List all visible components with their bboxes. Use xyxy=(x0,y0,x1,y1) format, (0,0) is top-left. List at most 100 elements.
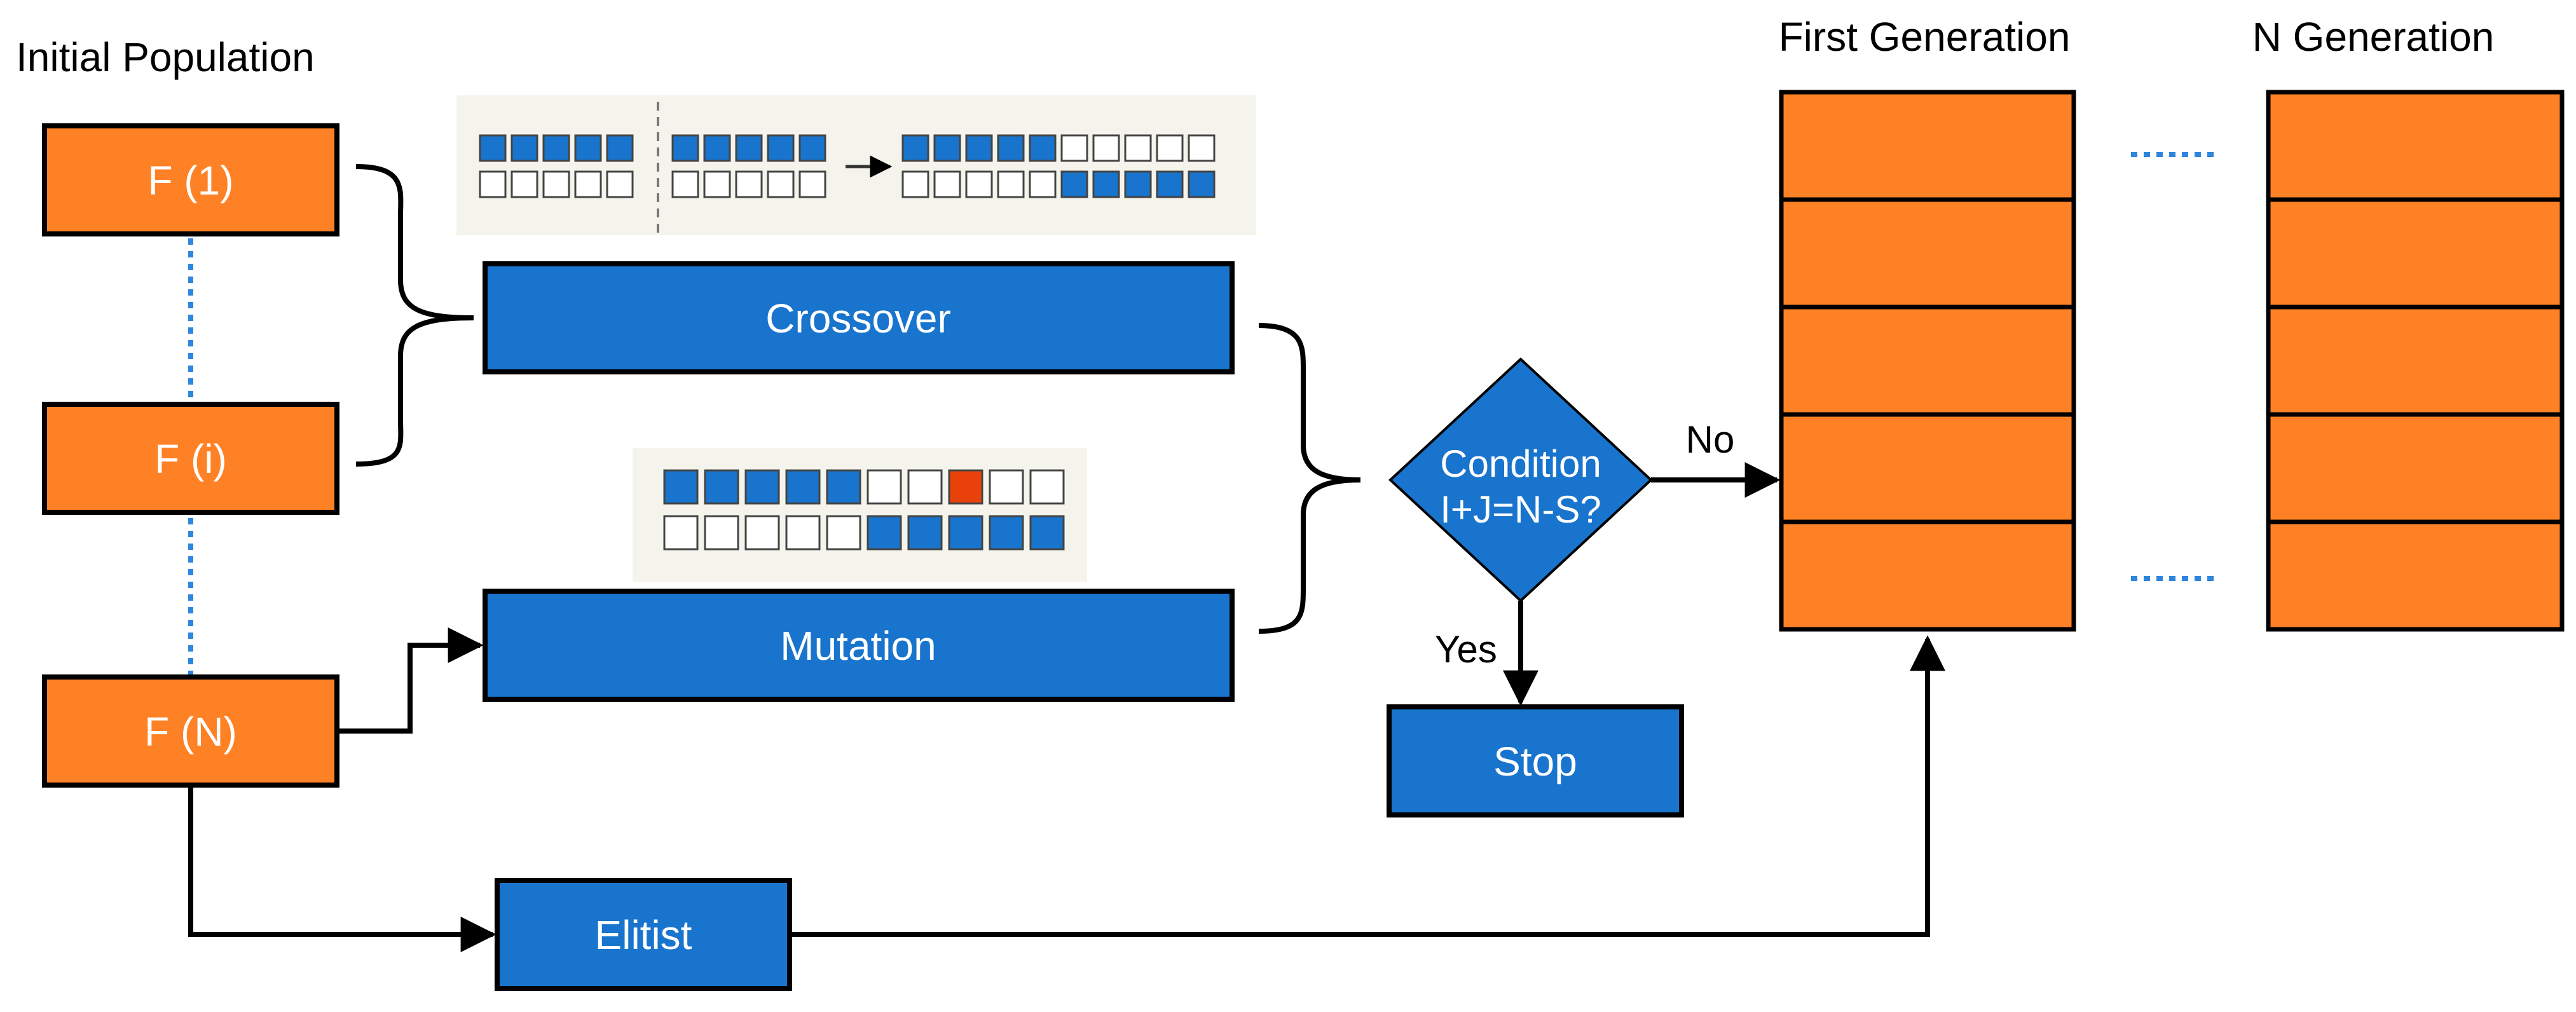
parent-b-top-bit xyxy=(735,134,763,162)
mutation-chromosome-panel xyxy=(633,448,1087,582)
mutation-top-bit xyxy=(744,469,780,505)
parent-b-top-bit xyxy=(703,134,731,162)
mutation-bottom-bit xyxy=(826,515,861,550)
mutation-label: Mutation xyxy=(780,623,936,669)
arrow-elitist-to-first-generation xyxy=(790,635,1945,937)
n-generation-cell xyxy=(2266,519,2565,632)
child-top-bit xyxy=(965,134,993,162)
parent-b-top-bit xyxy=(767,134,795,162)
child-bottom-bit xyxy=(997,170,1025,198)
parent-b-bottom-bit xyxy=(671,170,699,198)
mutation-top-bit xyxy=(663,469,699,505)
crossover-label: Crossover xyxy=(765,296,951,341)
first-generation-cell xyxy=(1779,519,2076,632)
parent-a-top-bit xyxy=(510,134,538,162)
elitist-step: Elitist xyxy=(495,878,792,991)
condition-label-line2: I+J=N-S? xyxy=(1440,488,1601,531)
n-generation-cell xyxy=(2266,197,2565,310)
no-label: No xyxy=(1686,418,1735,461)
mutation-top-bit xyxy=(907,469,943,505)
child-bottom-bit xyxy=(1029,170,1057,198)
parent-a-top-bit xyxy=(479,134,507,162)
child-top-bit xyxy=(1060,134,1088,162)
mutation-bottom-bit xyxy=(867,515,902,550)
first-generation-title: First Generation xyxy=(1779,14,2071,60)
child-top-bit xyxy=(1188,134,1216,162)
first-generation-cell xyxy=(1779,197,2076,310)
child-top-bit xyxy=(1156,134,1184,162)
mutation-bottom-bit xyxy=(704,515,739,550)
first-generation-cell xyxy=(1779,90,2076,202)
crossover-chromosome-panel xyxy=(456,95,1256,236)
mutation-top-bit xyxy=(785,469,821,505)
mutation-bottom-bit xyxy=(989,515,1024,550)
child-bottom-bit xyxy=(1092,170,1120,198)
parent-b-bottom-bit xyxy=(767,170,795,198)
parent-a-bottom-bit xyxy=(542,170,570,198)
n-generation-cell xyxy=(2266,412,2565,524)
child-top-bit xyxy=(901,134,929,162)
mutation-top-bit xyxy=(948,469,983,505)
first-generation-cell xyxy=(1779,304,2076,417)
parent-a-top-bit xyxy=(574,134,602,162)
child-top-bit xyxy=(997,134,1025,162)
crossover-child xyxy=(901,134,1216,198)
child-bottom-bit xyxy=(933,170,961,198)
individual-fi: F (i) xyxy=(42,402,339,515)
child-bottom-bit xyxy=(901,170,929,198)
mutation-bottom-bit xyxy=(744,515,780,550)
n-generation-title: N Generation xyxy=(2252,14,2495,60)
stop-label: Stop xyxy=(1493,739,1577,784)
child-top-bit xyxy=(933,134,961,162)
child-top-bit xyxy=(1124,134,1152,162)
mutation-bottom-bit xyxy=(907,515,943,550)
yes-label: Yes xyxy=(1435,628,1497,671)
stop-step: Stop xyxy=(1387,704,1684,817)
n-generation-column xyxy=(2266,90,2565,632)
child-bottom-bit xyxy=(1124,170,1152,198)
individual-fn: F (N) xyxy=(42,674,339,788)
child-bottom-bit xyxy=(1060,170,1088,198)
parent-a-bottom-bit xyxy=(606,170,634,198)
mutation-top-bit xyxy=(826,469,861,505)
parent-b-bottom-bit xyxy=(798,170,826,198)
mutation-top-bit xyxy=(704,469,739,505)
mutation-step: Mutation xyxy=(483,589,1235,702)
individual-f1: F (1) xyxy=(42,123,339,236)
arrow-fn-to-elitist xyxy=(188,785,497,952)
parent-b-top-bit xyxy=(798,134,826,162)
crossover-step: Crossover xyxy=(483,261,1235,374)
parent-b-top-bit xyxy=(671,134,699,162)
condition-decision: Condition I+J=N-S? xyxy=(1388,357,1653,603)
mutation-bottom-bit xyxy=(948,515,983,550)
child-bottom-bit xyxy=(1188,170,1216,198)
mutation-bottom-bit xyxy=(1029,515,1065,550)
n-generation-cell xyxy=(2266,304,2565,417)
mutation-top-bit xyxy=(989,469,1024,505)
n-generation-cell xyxy=(2266,90,2565,202)
child-bottom-bit xyxy=(1156,170,1184,198)
first-generation-cell xyxy=(1779,412,2076,524)
initial-population-title: Initial Population xyxy=(16,34,315,80)
child-top-bit xyxy=(1029,134,1057,162)
brace-operators-to-condition xyxy=(1258,323,1361,634)
parent-b-bottom-bit xyxy=(703,170,731,198)
mutation-chromosome xyxy=(663,469,1065,550)
parent-a-top-bit xyxy=(542,134,570,162)
mutation-bottom-bit xyxy=(785,515,821,550)
mutation-top-bit xyxy=(1029,469,1065,505)
child-bottom-bit xyxy=(965,170,993,198)
crossover-parent-a xyxy=(479,134,634,198)
arrow-fn-to-mutation xyxy=(337,627,484,734)
child-top-bit xyxy=(1092,134,1120,162)
parent-b-bottom-bit xyxy=(735,170,763,198)
parent-a-top-bit xyxy=(606,134,634,162)
individual-f1-label: F (1) xyxy=(147,158,233,203)
condition-label-line1: Condition xyxy=(1440,442,1601,485)
individual-fn-label: F (N) xyxy=(144,709,237,755)
brace-population-to-crossover xyxy=(355,164,474,467)
first-generation-column xyxy=(1779,90,2076,632)
mutation-top-bit xyxy=(867,469,902,505)
mutation-bottom-bit xyxy=(663,515,699,550)
